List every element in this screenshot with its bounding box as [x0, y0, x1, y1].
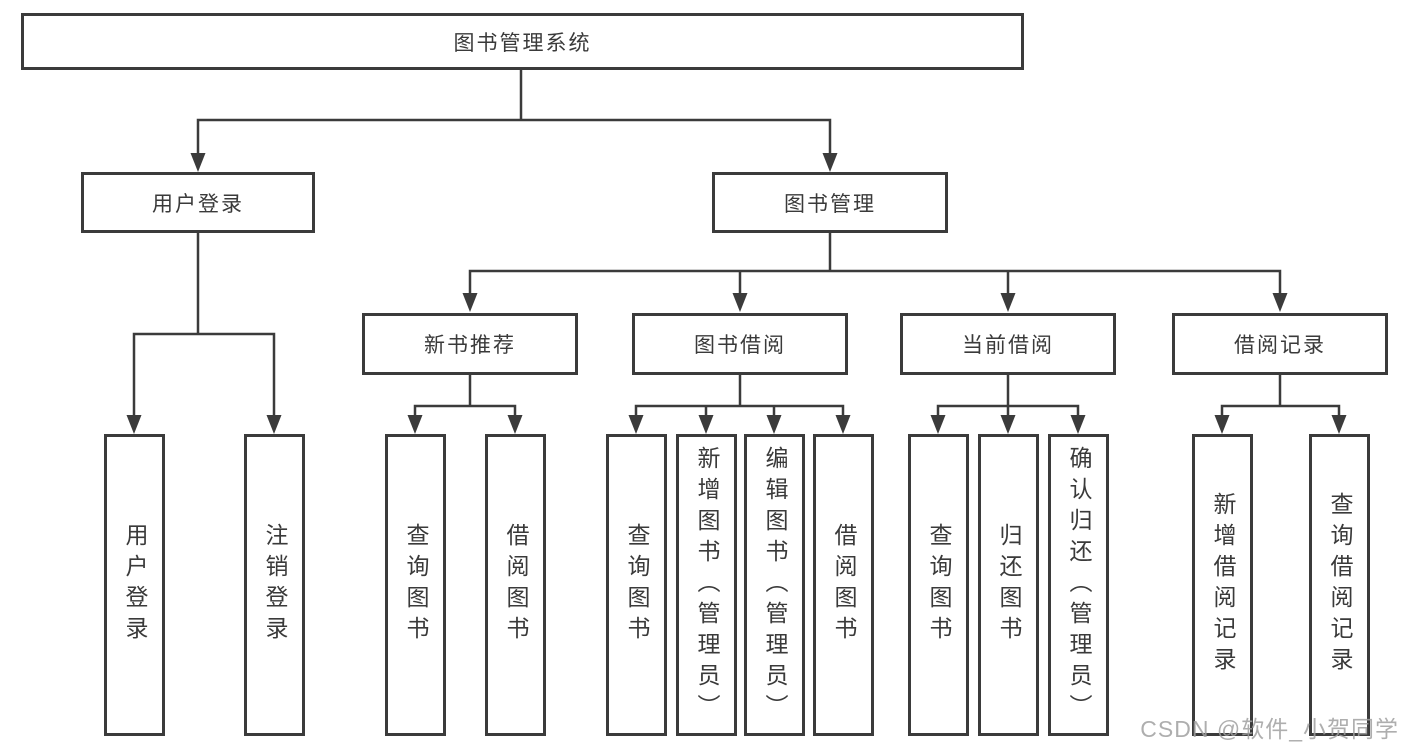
node-user-login-branch: 用户登录 — [81, 172, 315, 233]
arrowhead-icon — [822, 153, 838, 172]
leaf-cb-query-books: 查询图书 — [908, 434, 969, 736]
arrowhead-icon — [1331, 415, 1347, 434]
leaf-bb-edit-books-admin-label: 编辑图书（管理员） — [762, 445, 788, 725]
leaf-nbr-query-books: 查询图书 — [385, 434, 446, 736]
arrowhead-icon — [732, 293, 748, 312]
node-book-borrow: 图书借阅 — [632, 313, 848, 375]
watermark: CSDN @软件_小贺同学 — [1140, 716, 1399, 742]
arrowhead-icon — [1214, 415, 1230, 434]
leaf-bb-add-books-admin-label: 新增图书（管理员） — [694, 445, 720, 725]
leaf-bb-query-books-label: 查询图书 — [624, 523, 650, 647]
leaf-cb-confirm-return-admin-label: 确认归还（管理员） — [1066, 445, 1092, 725]
node-book-management: 图书管理 — [712, 172, 948, 233]
arrowhead-icon — [1272, 293, 1288, 312]
leaf-nbr-query-books-label: 查询图书 — [403, 523, 429, 647]
node-current-borrow-label: 当前借阅 — [962, 334, 1054, 357]
leaf-bb-add-books-admin: 新增图书（管理员） — [676, 434, 737, 736]
leaf-user-login-label: 用户登录 — [122, 523, 148, 647]
arrowhead-icon — [190, 153, 206, 172]
arrowhead-icon — [407, 415, 423, 434]
node-borrow-records-label: 借阅记录 — [1234, 334, 1326, 357]
connector-line — [196, 118, 832, 157]
node-new-book-recommend: 新书推荐 — [362, 313, 578, 375]
leaf-user-login: 用户登录 — [104, 434, 165, 736]
node-user-login-branch-label: 用户登录 — [152, 192, 244, 216]
leaf-bb-borrow-books: 借阅图书 — [813, 434, 874, 736]
node-borrow-records: 借阅记录 — [1172, 313, 1388, 375]
leaf-br-add-record-label: 新增借阅记录 — [1210, 492, 1236, 678]
leaf-cb-confirm-return-admin: 确认归还（管理员） — [1048, 434, 1109, 736]
node-book-borrow-label: 图书借阅 — [694, 334, 786, 357]
arrowhead-icon — [766, 415, 782, 434]
arrowhead-icon — [1000, 293, 1016, 312]
leaf-nbr-borrow-books: 借阅图书 — [485, 434, 546, 736]
connector-line — [1220, 404, 1341, 418]
leaf-bb-query-books: 查询图书 — [606, 434, 667, 736]
arrowhead-icon — [1000, 415, 1016, 434]
arrowhead-icon — [266, 415, 282, 434]
node-current-borrow: 当前借阅 — [900, 313, 1116, 375]
connector-line — [468, 269, 1282, 296]
arrowhead-icon — [126, 415, 142, 434]
leaf-nbr-borrow-books-label: 借阅图书 — [503, 523, 529, 647]
leaf-cb-return-books-label: 归还图书 — [996, 523, 1022, 647]
leaf-br-query-record-label: 查询借阅记录 — [1327, 492, 1353, 678]
node-book-management-label: 图书管理 — [784, 192, 876, 216]
leaf-logout: 注销登录 — [244, 434, 305, 736]
arrowhead-icon — [462, 293, 478, 312]
arrowhead-icon — [1070, 415, 1086, 434]
leaf-bb-borrow-books-label: 借阅图书 — [831, 523, 857, 647]
arrowhead-icon — [698, 415, 714, 434]
connector-line — [132, 332, 276, 418]
arrowhead-icon — [507, 415, 523, 434]
leaf-br-query-record: 查询借阅记录 — [1309, 434, 1370, 736]
arrowhead-icon — [835, 415, 851, 434]
node-root: 图书管理系统 — [21, 13, 1024, 70]
connector-line — [413, 404, 517, 418]
node-new-book-recommend-label: 新书推荐 — [424, 334, 516, 357]
leaf-cb-return-books: 归还图书 — [978, 434, 1039, 736]
node-root-label: 图书管理系统 — [453, 31, 592, 55]
leaf-br-add-record: 新增借阅记录 — [1192, 434, 1253, 736]
leaf-bb-edit-books-admin: 编辑图书（管理员） — [744, 434, 805, 736]
connector-line — [634, 404, 845, 418]
leaf-logout-label: 注销登录 — [262, 523, 288, 647]
arrowhead-icon — [930, 415, 946, 434]
leaf-cb-query-books-label: 查询图书 — [926, 523, 952, 647]
arrowhead-icon — [628, 415, 644, 434]
